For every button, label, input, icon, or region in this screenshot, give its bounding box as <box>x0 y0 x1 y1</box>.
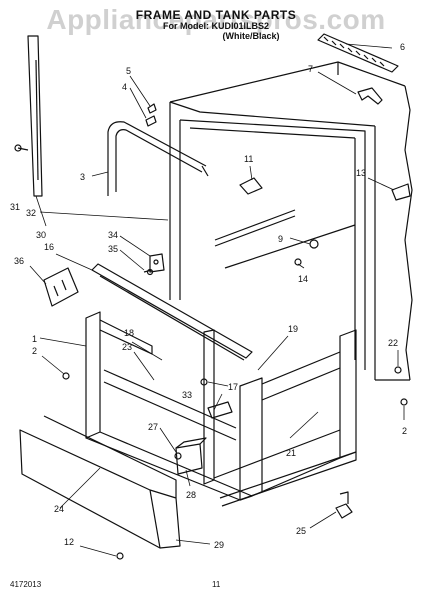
tank-assembly <box>169 61 413 381</box>
callout-7: 7 <box>308 64 313 74</box>
callout-23: 23 <box>122 342 132 352</box>
callout-27: 27 <box>148 422 158 432</box>
color-line: (White/Black) <box>222 31 280 41</box>
hinge-plate-36 <box>43 267 79 307</box>
callout-13: 13 <box>356 168 366 178</box>
model-line: For Model: KUDI01ILBS2 <box>162 21 269 31</box>
screw-12-part <box>116 552 124 560</box>
screw-4-part <box>145 115 157 127</box>
callout-22: 22 <box>388 338 398 348</box>
screw-35-part <box>143 268 154 276</box>
callout-36: 36 <box>14 256 24 266</box>
screw-2-left <box>62 372 70 380</box>
gasket-3-part <box>107 121 209 196</box>
callout-3: 3 <box>80 172 85 182</box>
callout-9: 9 <box>278 234 283 244</box>
callout-33: 33 <box>182 390 192 400</box>
clip-13-part <box>391 183 411 201</box>
callout-2-left: 2 <box>32 346 37 356</box>
callout-17: 17 <box>228 382 238 392</box>
screw-31-part <box>14 144 29 152</box>
rail-16-part <box>91 263 253 361</box>
screw-22-part <box>394 366 402 374</box>
callout-6: 6 <box>400 42 405 52</box>
leveling-foot-25 <box>335 491 353 519</box>
vent-strip-part <box>317 33 399 73</box>
callout-18: 18 <box>124 328 134 338</box>
callout-16: 16 <box>44 242 54 252</box>
bracket-7-part <box>357 87 383 105</box>
callout-labels: 1 2 3 4 5 6 7 9 11 12 13 14 16 17 18 19 … <box>10 42 407 550</box>
diagram-title: FRAME AND TANK PARTS <box>135 8 297 22</box>
bracket-34-part <box>149 253 165 273</box>
callout-14: 14 <box>298 274 308 284</box>
toe-plate-24 <box>19 415 181 549</box>
watermark-text: Appliancepartspros.com <box>46 4 386 35</box>
side-strip-30 <box>27 35 43 197</box>
callout-5: 5 <box>126 66 131 76</box>
callout-12: 12 <box>64 537 74 547</box>
callout-30: 30 <box>36 230 46 240</box>
callout-34: 34 <box>108 230 118 240</box>
callout-1: 1 <box>32 334 37 344</box>
callout-11: 11 <box>244 154 253 164</box>
callout-28: 28 <box>186 490 196 500</box>
screw-17-part <box>200 378 208 386</box>
callout-19: 19 <box>288 324 298 334</box>
document-code: 4172013 <box>10 580 42 589</box>
leader-lines <box>29 43 405 557</box>
callout-4: 4 <box>122 82 127 92</box>
page-number: 11 <box>212 580 221 589</box>
part-33-piece <box>207 401 233 419</box>
screw-27-part <box>174 452 182 460</box>
screw-2-right <box>400 398 408 406</box>
callout-21: 21 <box>286 448 296 458</box>
callout-32: 32 <box>26 208 36 218</box>
nut-9-part <box>309 239 319 249</box>
screw-5-part <box>147 103 157 114</box>
callout-24: 24 <box>54 504 64 514</box>
callout-2-right: 2 <box>402 426 407 436</box>
clip-11-part <box>239 177 263 195</box>
screw-14-part <box>294 258 302 266</box>
callout-25: 25 <box>296 526 306 536</box>
callout-35: 35 <box>108 244 118 254</box>
component-28-part <box>175 437 207 475</box>
callout-29: 29 <box>214 540 224 550</box>
base-frame-1 <box>85 311 357 507</box>
callout-31: 31 <box>10 202 20 212</box>
